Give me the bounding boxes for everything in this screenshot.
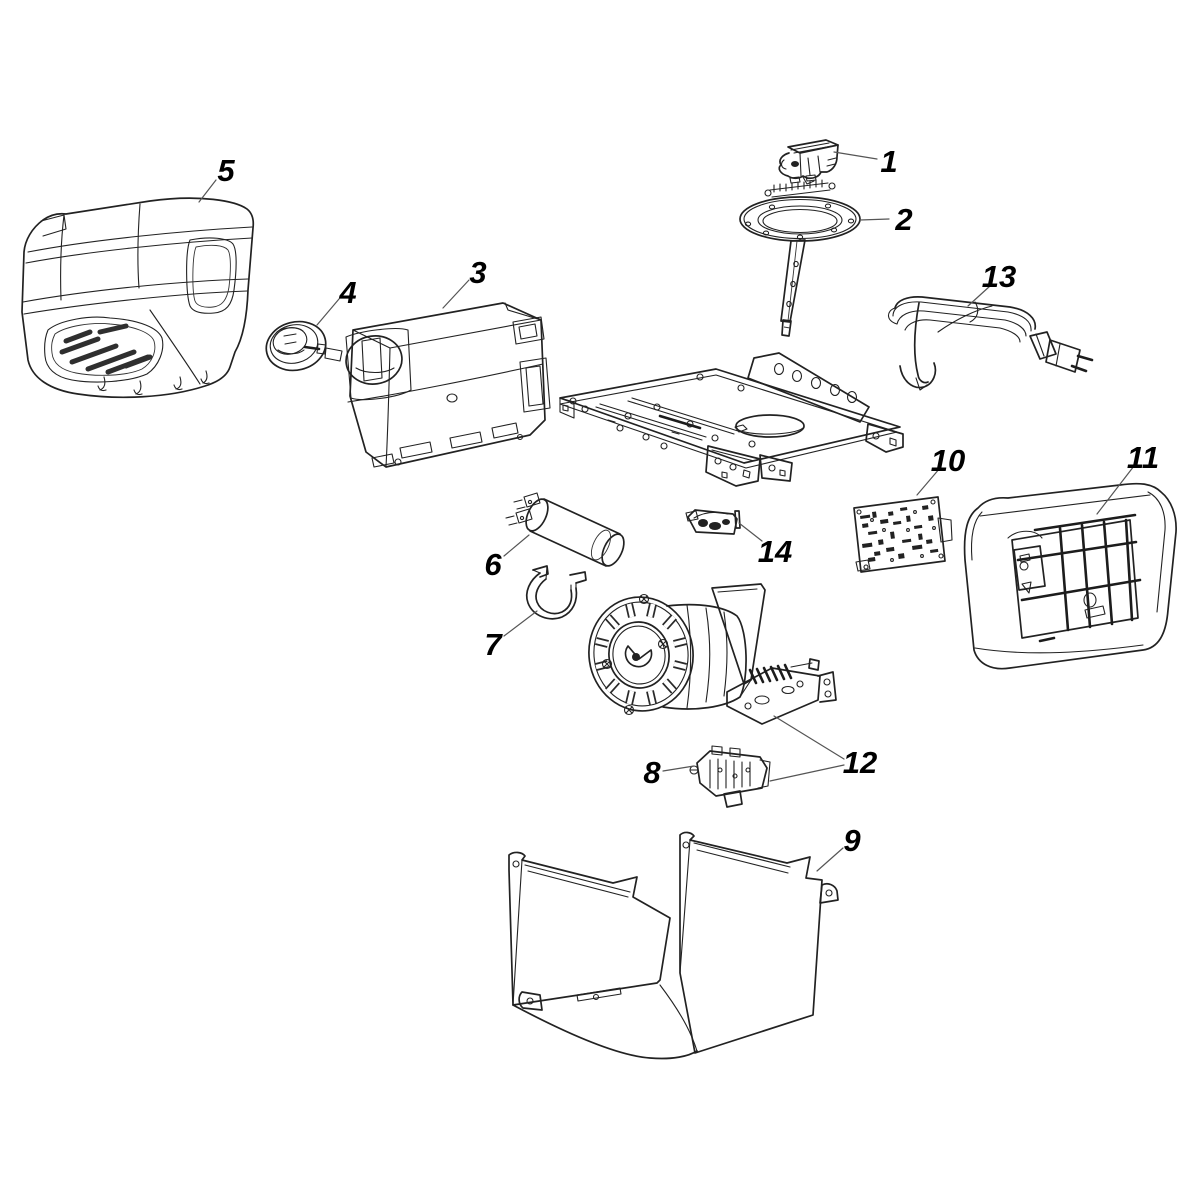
callout-9-label: 9 <box>843 823 861 858</box>
callout-13-label: 13 <box>982 259 1016 294</box>
part-10-circuit-board-illustration <box>853 496 953 573</box>
part-5-cover-illustration <box>21 197 255 399</box>
chassis-frame-illustration <box>559 352 904 487</box>
part-3-housing-illustration <box>345 302 551 468</box>
part-1-bracket-illustration <box>778 139 839 185</box>
callout-3-label: 3 <box>469 255 486 290</box>
motor-assembly-illustration <box>588 583 837 725</box>
part-13-power-cord-illustration <box>887 296 1094 391</box>
callout-6-label: 6 <box>484 547 502 582</box>
part-2-shaft-disc-illustration <box>739 174 861 337</box>
leader-lines <box>198 151 1135 872</box>
callout-labels: 1 2 3 4 5 6 7 8 9 10 11 12 13 14 <box>217 144 1159 858</box>
callout-1-label: 1 <box>880 144 897 179</box>
callout-14-label: 14 <box>758 534 792 569</box>
callout-12-label: 12 <box>843 745 877 780</box>
part-4-light-socket-illustration <box>265 320 343 372</box>
part-6-capacitor-illustration <box>505 492 625 567</box>
part-7-strap-bracket-illustration <box>525 565 587 620</box>
callout-4-label: 4 <box>338 275 356 310</box>
callout-2-label: 2 <box>894 202 912 237</box>
part-11-end-panel-illustration <box>963 482 1177 670</box>
part-14-switch-illustration <box>685 509 741 535</box>
callout-5-label: 5 <box>217 153 235 188</box>
pcb-components <box>860 505 939 562</box>
callout-10-label: 10 <box>931 443 965 478</box>
part-8-terminal-block-illustration <box>689 745 771 808</box>
callout-11-label: 11 <box>1127 440 1159 475</box>
part-9-bottom-pan-illustration <box>508 831 839 1060</box>
callout-7-label: 7 <box>484 627 503 662</box>
callout-8-label: 8 <box>643 755 661 790</box>
